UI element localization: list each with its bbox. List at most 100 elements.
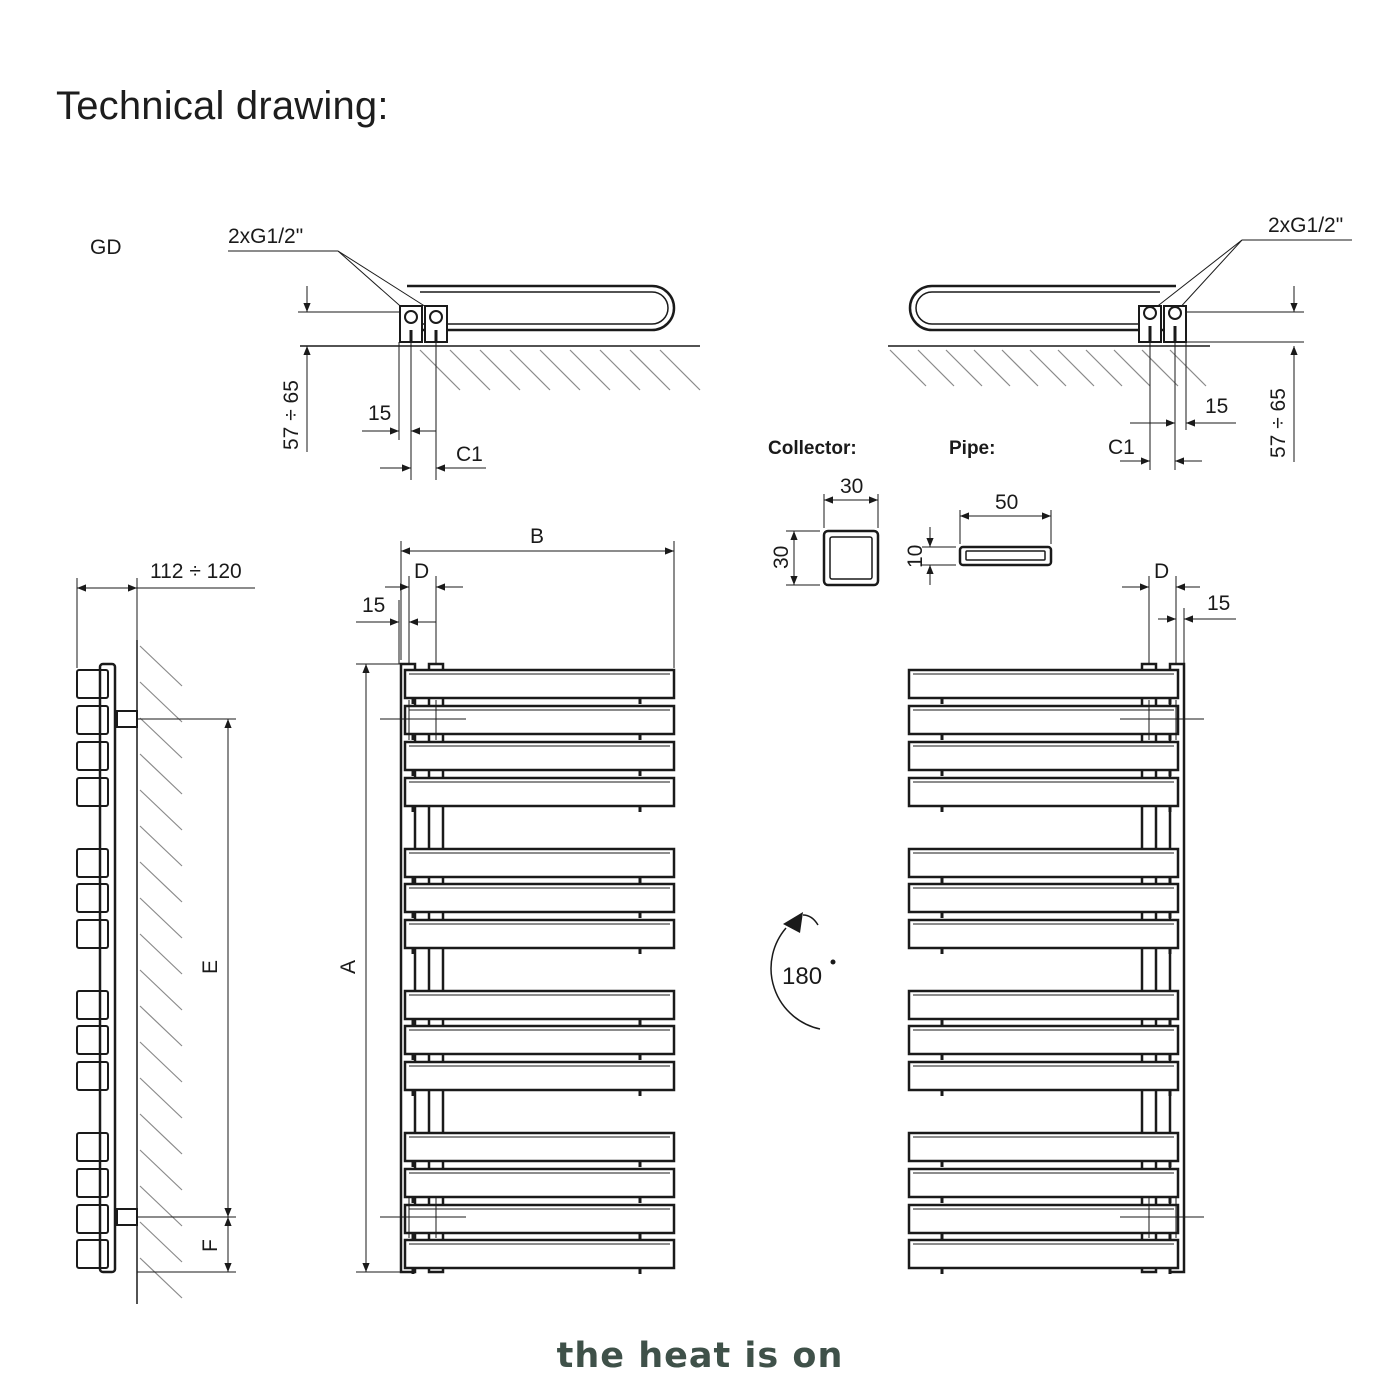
towel-bar [403, 740, 676, 772]
front-bars [403, 668, 676, 1274]
connection-label-left: 2xG1/2" [228, 225, 303, 248]
top-view-left: GD 2xG1/2" [90, 225, 701, 480]
hatch-line [1085, 349, 1123, 387]
wall-hatch-top-left [419, 349, 701, 391]
hatch-line [139, 1005, 183, 1047]
hatch-line [1029, 349, 1067, 387]
dim-a: A [337, 960, 360, 974]
towel-bar [403, 1167, 676, 1199]
dim-offset-top-left: 15 [368, 402, 391, 425]
hatch-line [139, 1041, 183, 1083]
side-bar-box [76, 1239, 109, 1269]
side-bar-box [76, 919, 109, 949]
towel-bar [907, 1167, 1180, 1199]
hatch-line [139, 861, 183, 903]
towel-bar [403, 1060, 676, 1092]
hatch-line [629, 349, 671, 391]
side-collector [98, 662, 117, 1274]
dim-c1-right: C1 [1108, 436, 1135, 459]
hatch-line [139, 681, 183, 723]
side-view: 112 ÷ 120 E F [76, 560, 255, 1304]
mirror-bars [907, 668, 1180, 1274]
towel-bar [907, 704, 1180, 736]
towel-bar [907, 847, 1180, 879]
hatch-line [1169, 349, 1207, 387]
hatch-line [139, 753, 183, 795]
towel-bar [907, 776, 1180, 808]
hatch-line [139, 897, 183, 939]
dim-f: F [199, 1239, 222, 1252]
front-view: B D 15 A [337, 525, 676, 1274]
towel-bar [907, 989, 1180, 1021]
wall-hatch-top-right [889, 349, 1207, 387]
hatch-line [1001, 349, 1039, 387]
hatch-line [139, 825, 183, 867]
hatch-line [139, 1113, 183, 1155]
towel-bar [403, 1203, 676, 1235]
hatch-line [539, 349, 581, 391]
towel-bar [403, 776, 676, 808]
towel-bar [907, 668, 1180, 700]
page-title: Technical drawing: [56, 84, 389, 128]
hatch-line [139, 1185, 183, 1227]
top-view-right: 2xG1/2" 15 C1 [888, 214, 1352, 470]
hatch-line [973, 349, 1011, 387]
towel-bar [907, 740, 1180, 772]
towel-bar [907, 1131, 1180, 1163]
hatch-line [1057, 349, 1095, 387]
side-bar-box [76, 777, 109, 807]
hatch-line [139, 933, 183, 975]
rotation-label: 180 [782, 963, 822, 990]
hatch-line [139, 1221, 183, 1263]
hatch-line [139, 717, 183, 759]
dim-c1-left: C1 [456, 443, 483, 466]
dim-depth: 112 ÷ 120 [150, 560, 242, 583]
side-bar-box [76, 705, 109, 735]
side-bar-box [76, 1132, 109, 1162]
model-code: GD [90, 236, 122, 259]
mirror-collector-outer [1168, 662, 1186, 1274]
bar-loop-right [908, 284, 1176, 332]
front-collector-outer [399, 662, 417, 1274]
hatch-line [139, 1257, 183, 1299]
rotation-symbol: 180 [770, 912, 836, 1030]
side-bar-box [76, 1025, 109, 1055]
towel-bar [403, 882, 676, 914]
side-bar-box [76, 1204, 109, 1234]
towel-bar [403, 1238, 676, 1270]
pipe-profile: Pipe: 50 10 [904, 438, 1053, 585]
hatch-line [569, 349, 611, 391]
hatch-line [945, 349, 983, 387]
hatch-line [917, 349, 955, 387]
towel-bar [403, 989, 676, 1021]
side-bar-box [76, 990, 109, 1020]
hatch-line [1113, 349, 1151, 387]
degree-symbol [830, 959, 836, 965]
dim-wall-distance-left: 57 ÷ 65 [280, 380, 303, 450]
towel-bar [403, 847, 676, 879]
hatch-line [139, 645, 183, 687]
towel-bar [907, 1060, 1180, 1092]
bar-loop-left [407, 284, 676, 332]
collector-label: Collector: [768, 438, 857, 459]
rotation-arc [770, 927, 821, 1030]
dim-offset-top-right: 15 [1205, 395, 1228, 418]
valve-right-1 [1143, 306, 1157, 320]
towel-bar [907, 1024, 1180, 1056]
hatch-line [139, 969, 183, 1011]
towel-bar [907, 1238, 1180, 1270]
side-bar-box [76, 741, 109, 771]
side-bar-box [76, 1168, 109, 1198]
towel-bar [403, 918, 676, 950]
dim-b: B [530, 525, 544, 548]
pipe-height: 10 [904, 545, 927, 568]
dim-offset-front: 15 [362, 594, 385, 617]
dim-offset-mirror: 15 [1207, 592, 1230, 615]
hatch-line [139, 1077, 183, 1119]
side-bar-box [76, 1061, 109, 1091]
towel-bar [907, 918, 1180, 950]
hatch-line [419, 349, 461, 391]
dim-wall-distance-right: 57 ÷ 65 [1267, 388, 1290, 458]
towel-bar [907, 882, 1180, 914]
